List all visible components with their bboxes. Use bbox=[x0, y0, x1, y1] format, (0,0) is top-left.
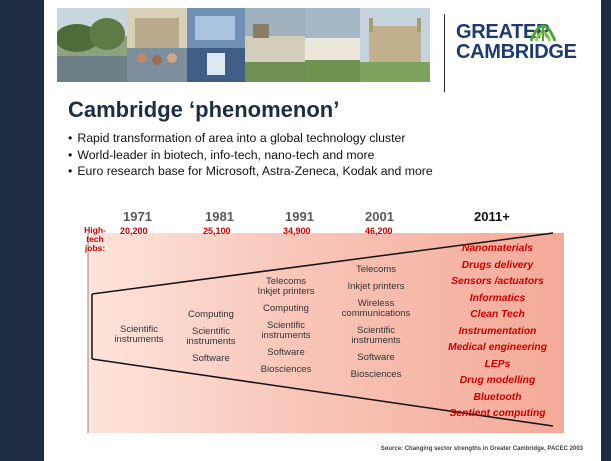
future-sector-label: Clean Tech bbox=[470, 309, 525, 320]
logo-line1: GREATER bbox=[456, 21, 551, 43]
future-sector-label: Drugs delivery bbox=[461, 259, 534, 271]
column-1991: Telecoms Inkjet printers Computing Scien… bbox=[253, 277, 319, 375]
gradient-background bbox=[88, 233, 564, 433]
bullet-item: Rapid transformation of area into a glob… bbox=[68, 130, 433, 147]
growth-diagram: High-tech jobs: 1971 1981 1991 2001 2011… bbox=[75, 207, 565, 439]
column-2001: Telecoms Inkjet printers Wireless commun… bbox=[333, 265, 419, 380]
high-tech-jobs-label: High-tech jobs: bbox=[84, 225, 106, 253]
left-navy-bar bbox=[0, 0, 44, 461]
photo-collage bbox=[57, 8, 430, 82]
future-sector-label: Drug modelling bbox=[459, 375, 536, 386]
sector-label: Computing bbox=[188, 309, 234, 320]
future-sector-label: Medical engineering bbox=[448, 342, 547, 353]
sector-label: Inkjet printers bbox=[347, 281, 405, 292]
sector-label: Computing bbox=[263, 303, 309, 314]
sector-label: Software bbox=[192, 353, 230, 364]
jobs-1981: 25,100 bbox=[203, 226, 231, 236]
bullet-list: Rapid transformation of area into a glob… bbox=[68, 130, 433, 180]
sector-label: Software bbox=[267, 347, 305, 358]
future-sector-label: Sentient computing bbox=[449, 408, 546, 419]
jobs-1971: 20,200 bbox=[120, 226, 148, 236]
sector-label: Inkjet printers bbox=[257, 286, 315, 297]
sector-label: Software bbox=[357, 352, 395, 363]
sector-label: Telecoms bbox=[355, 264, 397, 275]
sector-label: Wireless communications bbox=[341, 298, 411, 319]
logo-line2: CAMBRIDGE bbox=[456, 41, 577, 63]
jobs-1991: 34,900 bbox=[283, 226, 311, 236]
sector-label: Scientific instruments bbox=[114, 324, 164, 345]
jobs-2001: 46,200 bbox=[365, 226, 393, 236]
column-1971: Scientific instruments bbox=[104, 325, 174, 345]
header-divider bbox=[444, 14, 445, 92]
sector-label: Scientific instruments bbox=[261, 320, 311, 341]
right-navy-bar bbox=[601, 0, 611, 461]
column-1981: Computing Scientific instruments Softwar… bbox=[180, 310, 242, 364]
future-sector-label: Sensors /actuators bbox=[451, 276, 544, 287]
source-note: Source: Changing sector strengths in Gre… bbox=[380, 446, 583, 452]
bullet-item: Euro research base for Microsoft, Astra-… bbox=[68, 163, 432, 180]
future-sector-label: Instrumentation bbox=[458, 325, 537, 337]
wedge-lines bbox=[87, 232, 554, 433]
year-1971: 1971 bbox=[123, 209, 152, 224]
bullet-item: World-leader in biotech, info-tech, nano… bbox=[68, 147, 433, 164]
greater-cambridge-logo: GREATER CAMBRIDGE bbox=[456, 21, 577, 82]
logo-arch-icon bbox=[529, 24, 557, 42]
sector-label: Biosciences bbox=[260, 364, 312, 375]
year-2001: 2001 bbox=[365, 209, 394, 224]
column-2011: Nanomaterials Drugs delivery Sensors /ac… bbox=[430, 241, 565, 423]
sector-label: Scientific instruments bbox=[351, 325, 401, 346]
future-sector-label: Bluetooth bbox=[473, 391, 522, 403]
sector-label: Telecoms bbox=[265, 276, 307, 287]
year-1991: 1991 bbox=[285, 209, 314, 224]
year-1981: 1981 bbox=[205, 209, 234, 224]
year-2011: 2011+ bbox=[474, 209, 510, 224]
sector-label: Biosciences bbox=[350, 369, 402, 380]
sector-label: Scientific instruments bbox=[186, 326, 236, 347]
future-sector-label: Nanomaterials bbox=[462, 243, 533, 254]
future-sector-label: Informatics bbox=[469, 292, 526, 304]
future-sector-label: LEPs bbox=[484, 358, 511, 370]
slide-title: Cambridge ‘phenomenon’ bbox=[68, 97, 340, 122]
